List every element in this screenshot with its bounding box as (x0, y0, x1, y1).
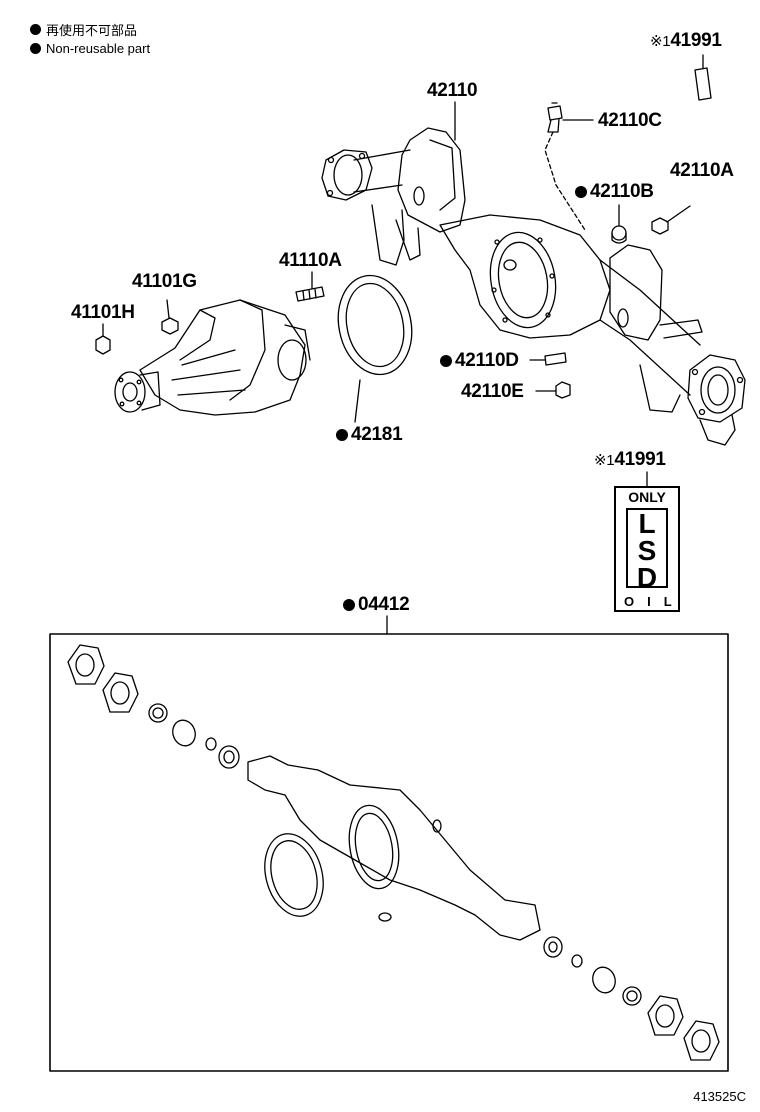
gasket-42181[interactable] (329, 269, 420, 382)
non-reusable-bullet-icon (336, 429, 348, 441)
part-number-text: 04412 (358, 594, 410, 615)
part-number-41110a[interactable]: 41110A (279, 250, 342, 272)
part-number-text: 42110 (427, 80, 478, 101)
lsd-label-oil: OIL (624, 594, 685, 609)
flange-gasket-right-inner[interactable] (647, 995, 684, 1036)
snap-ring-right[interactable] (571, 954, 583, 968)
lsd-label-inner-box: L S D (626, 508, 668, 593)
o-ring-left[interactable] (169, 717, 199, 749)
legend-non-reusable-en: Non-reusable part (30, 41, 150, 56)
legend-jp-text: 再使用不可部品 (46, 23, 138, 38)
leader-line (666, 205, 691, 223)
stud-bolt-41110a[interactable] (295, 286, 325, 302)
part-number-42110e[interactable]: 42110E (461, 381, 524, 403)
bullet-icon (30, 43, 41, 54)
illustration-code: 413525C (693, 1089, 746, 1104)
nut-42110a[interactable] (651, 217, 669, 235)
lsd-label-only: ONLY (628, 489, 666, 505)
label-sticker-41991-top[interactable] (694, 67, 712, 101)
part-number-text: 42110D (455, 350, 519, 371)
part-number-text: 42110E (461, 381, 524, 402)
part-number-text: 42181 (351, 424, 403, 445)
part-number-41991-top[interactable]: ※141991 (650, 30, 722, 52)
lsd-letter-l: L (638, 508, 656, 539)
non-reusable-bullet-icon (343, 599, 355, 611)
lsd-letter-d: D (636, 562, 658, 593)
bearing-left[interactable] (218, 745, 240, 769)
non-reusable-bullet-icon (575, 186, 587, 198)
leader-line (166, 299, 170, 319)
part-number-42110a[interactable]: 42110A (670, 160, 734, 182)
small-plug-gasket-a[interactable] (432, 819, 442, 833)
leader-dashed (544, 131, 586, 231)
plug-42110e[interactable] (555, 381, 571, 399)
leader-line (354, 379, 361, 423)
nut-41101h[interactable] (95, 335, 111, 355)
part-number-text: 41101H (71, 302, 135, 323)
housing-cover-gasket[interactable] (247, 755, 541, 941)
part-number-text: 41101G (132, 271, 197, 292)
flange-gasket-right-outer[interactable] (683, 1020, 720, 1061)
non-reusable-bullet-icon (440, 355, 452, 367)
oil-seal-left[interactable] (148, 703, 168, 723)
part-number-42110b[interactable]: 42110B (575, 181, 654, 203)
axle-housing[interactable] (321, 127, 746, 446)
part-number-41991-mid[interactable]: ※141991 (594, 449, 666, 471)
part-number-text: 41991 (670, 30, 722, 51)
breather-plug-42110c[interactable] (547, 102, 563, 133)
carrier-gasket[interactable] (343, 801, 405, 892)
legend-non-reusable-jp: 再使用不可部品 (30, 20, 137, 39)
small-plug-gasket-b[interactable] (378, 912, 392, 922)
lsd-letter-s: S (637, 535, 657, 566)
gasket-kit-components (67, 644, 720, 1061)
part-number-42181[interactable]: 42181 (336, 424, 403, 446)
part-number-41101h[interactable]: 41101H (71, 302, 135, 324)
nut-41101g[interactable] (161, 317, 179, 335)
part-number-04412[interactable]: 04412 (343, 594, 410, 616)
oil-seal-right[interactable] (622, 986, 642, 1006)
gasket-kit-box-04412 (49, 633, 729, 1072)
o-ring-right[interactable] (589, 964, 619, 996)
part-number-text: 42110C (598, 110, 662, 131)
plug-42110b[interactable] (611, 225, 627, 244)
snap-ring-left[interactable] (205, 737, 217, 751)
legend-en-text: Non-reusable part (46, 41, 151, 56)
part-number-text: 41110A (279, 250, 342, 271)
plug-42110d[interactable] (544, 352, 567, 366)
part-number-42110c[interactable]: 42110C (598, 110, 662, 132)
part-number-text: 42110B (590, 181, 654, 202)
bearing-right[interactable] (543, 936, 563, 958)
bullet-icon (30, 24, 41, 35)
part-number-41101g[interactable]: 41101G (132, 271, 197, 293)
flange-gasket-left-outer[interactable] (67, 644, 105, 685)
part-number-text: 42110A (670, 160, 734, 181)
part-number-42110d[interactable]: 42110D (440, 350, 519, 372)
part-number-text: 41991 (614, 449, 666, 470)
part-number-42110[interactable]: 42110 (427, 80, 478, 102)
note-mark: ※1 (594, 452, 615, 469)
differential-gasket[interactable] (256, 827, 332, 923)
note-mark: ※1 (650, 33, 671, 50)
flange-gasket-left-inner[interactable] (102, 672, 139, 713)
differential-carrier[interactable] (114, 299, 311, 416)
lsd-oil-label[interactable]: ONLY L S D OIL (614, 486, 680, 612)
